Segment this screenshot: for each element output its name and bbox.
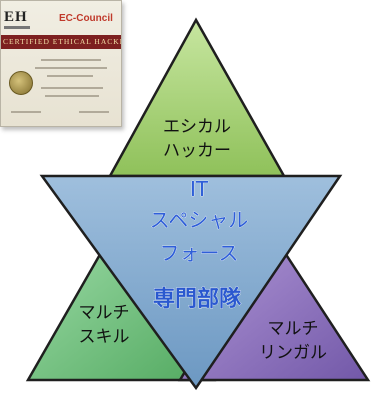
certificate-header: EH EC-Council — [1, 5, 121, 31]
center-label-line-2: スペシャル — [150, 208, 249, 232]
certificate-title-band — [1, 35, 121, 49]
left-label-line-2: スキル — [79, 327, 130, 347]
certificate-brand-text: EC-Council — [59, 13, 113, 24]
certificate-signature-line — [79, 111, 109, 113]
top-label-line-1: エシカル — [163, 117, 231, 137]
top-label-line-2: ハッカー — [163, 141, 231, 161]
certificate-image: EH EC-Council CERTIFIED ETHICAL HACKER — [0, 0, 122, 127]
certificate-text-line — [45, 95, 99, 97]
center-label-line-3: フォース — [160, 241, 239, 265]
certificate-text-line — [35, 67, 107, 69]
triangle-center — [39, 174, 343, 391]
center-emphasis-label: 専門部隊 — [153, 286, 242, 312]
certificate-text-line — [41, 87, 103, 89]
left-label-line-1: マルチ — [79, 303, 130, 323]
certificate-signature-line — [11, 111, 41, 113]
certificate-seal — [9, 71, 33, 95]
certificate-text-line — [47, 75, 93, 77]
center-label-line-1: IT — [190, 177, 209, 201]
right-label-line-2: リンガル — [259, 343, 327, 363]
certificate-text-line — [41, 59, 101, 61]
certificate-title-text: CERTIFIED ETHICAL HACKER — [3, 37, 122, 46]
certificate-badge-text: EH — [4, 9, 28, 25]
right-label-line-1: マルチ — [268, 319, 319, 339]
certificate-badge-underline — [4, 26, 30, 29]
